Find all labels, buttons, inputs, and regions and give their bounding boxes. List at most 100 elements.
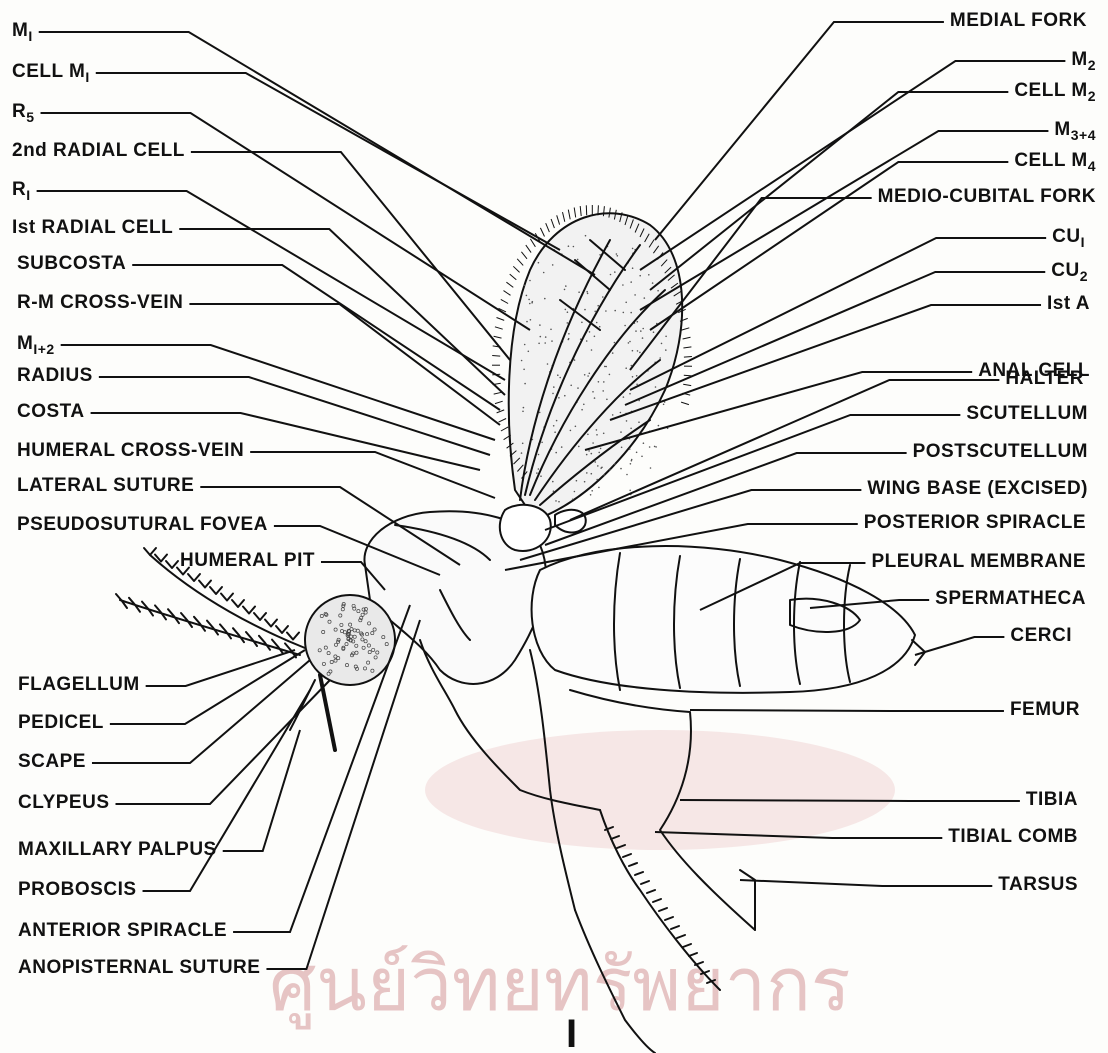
wing-stipple (538, 468, 540, 470)
label-r5-subscript: 5 (26, 109, 34, 125)
label-r1-subscript: I (26, 187, 30, 203)
label-humeral-cross-vein: HUMERAL CROSS-VEIN (17, 441, 244, 460)
wing-stipple (629, 448, 631, 450)
wing-fringe-hair (530, 239, 535, 247)
wing-fringe-hair (521, 252, 527, 259)
leg-spine (635, 872, 643, 875)
label-cu2-subscript: 2 (1080, 268, 1088, 284)
label-subcosta: SUBCOSTA (17, 254, 126, 273)
watermark-text: ศูนย์วิทยทรัพยากร (269, 942, 850, 1030)
wing-stipple (594, 336, 596, 338)
label-maxillary-palpus: MAXILLARY PALPUS (18, 840, 217, 859)
wing-fringe-hair (684, 357, 692, 358)
wing-stipple (583, 404, 585, 406)
label-anopisternal-suture: ANOPISTERNAL SUTURE (18, 958, 260, 977)
wing-stipple (586, 291, 588, 293)
wing-fringe-hair (494, 392, 502, 394)
wing-stipple (530, 319, 532, 321)
wing-fringe-hair (598, 205, 599, 215)
label-m1: MI (12, 21, 33, 43)
wing-stipple (603, 381, 605, 383)
wing-stipple (610, 274, 612, 276)
wing-fringe-hair (574, 208, 576, 218)
label-postscutellum: POSTSCUTELLUM (913, 442, 1088, 461)
wing-stipple (638, 421, 640, 423)
leader-proboscis (143, 690, 310, 891)
label-r1: RI (12, 180, 31, 202)
wing-stipple (630, 312, 632, 314)
wing-stipple (599, 326, 601, 328)
leader-femur (690, 710, 1004, 711)
wing-stipple (637, 321, 639, 323)
leg-spine (653, 899, 661, 902)
wing-stipple (614, 310, 616, 312)
wing-stipple (654, 446, 656, 448)
wing-stipple (609, 374, 611, 376)
label-cu1: CUI (1052, 227, 1085, 249)
wing-stipple (629, 393, 631, 395)
label-anopisternal-suture-text: ANOPISTERNAL SUTURE (18, 957, 260, 978)
wing-stipple (589, 373, 591, 375)
wing-stipple (603, 433, 605, 435)
wing-stipple (650, 467, 652, 469)
wing-fringe-hair (497, 318, 505, 321)
label-m3-4-text: M (1054, 119, 1070, 140)
label-cu1-subscript: I (1081, 234, 1085, 250)
wing-stipple (578, 291, 580, 293)
wing-fringe-hair (546, 223, 550, 232)
wing-stipple (531, 302, 533, 304)
label-m2-subscript: 2 (1088, 57, 1096, 73)
wing-stipple (629, 490, 631, 492)
figure-number: I (566, 1012, 577, 1053)
wing-stipple (587, 434, 589, 436)
leader-cerci (915, 637, 1004, 655)
wing-stipple (528, 299, 530, 301)
leader-r-m-cross-vein (189, 304, 500, 425)
wing-fringe-hair (683, 337, 691, 339)
wing-stipple (658, 425, 660, 427)
wing-stipple (616, 253, 618, 255)
wing-stipple (591, 490, 593, 492)
label-m1-2: MI+2 (17, 334, 55, 356)
leg-spine (623, 854, 631, 857)
label-postscutellum-text: POSTSCUTELLUM (913, 441, 1088, 462)
leg-spine (671, 926, 679, 929)
leader-m1-2 (61, 345, 495, 440)
wing-stipple (623, 312, 625, 314)
wing-stipple (594, 397, 596, 399)
wing-stipple (591, 453, 593, 455)
label-cell-m2: CELL M2 (1014, 81, 1096, 103)
wing-stipple (603, 474, 605, 476)
mosquito-body (116, 205, 925, 1053)
wing-stipple (565, 309, 567, 311)
label-r1-text: R (12, 179, 26, 200)
label-cell-m1-text: CELL M (12, 61, 85, 82)
wing-stipple (570, 430, 572, 432)
wing-fringe-hair (526, 245, 531, 253)
label-costa-text: COSTA (17, 401, 85, 422)
wing-fringe-hair (494, 336, 502, 338)
wing-stipple (653, 331, 655, 333)
wing-stipple (642, 328, 644, 330)
label-halter: HALTER (1005, 369, 1084, 388)
wing-stipple (659, 357, 661, 359)
wing-stipple (597, 305, 599, 307)
wing-stipple (630, 428, 632, 430)
wing-fringe-hair (501, 299, 508, 303)
wing-fringe-hair (504, 291, 511, 296)
wing-stipple (568, 245, 570, 247)
wing-stipple (544, 342, 546, 344)
wing-stipple (522, 411, 524, 413)
wing-stipple (625, 367, 627, 369)
wing-stipple (637, 350, 639, 352)
leader-second-radial-cell (191, 152, 510, 360)
label-spermatheca: SPERMATHECA (935, 589, 1086, 608)
label-subcosta-text: SUBCOSTA (17, 253, 126, 274)
wing-stipple (526, 295, 528, 297)
scutellum-shape (500, 505, 551, 551)
wing-stipple (590, 494, 592, 496)
wing-stipple (586, 454, 588, 456)
wing-stipple (577, 259, 579, 261)
label-clypeus-text: CLYPEUS (18, 792, 110, 813)
